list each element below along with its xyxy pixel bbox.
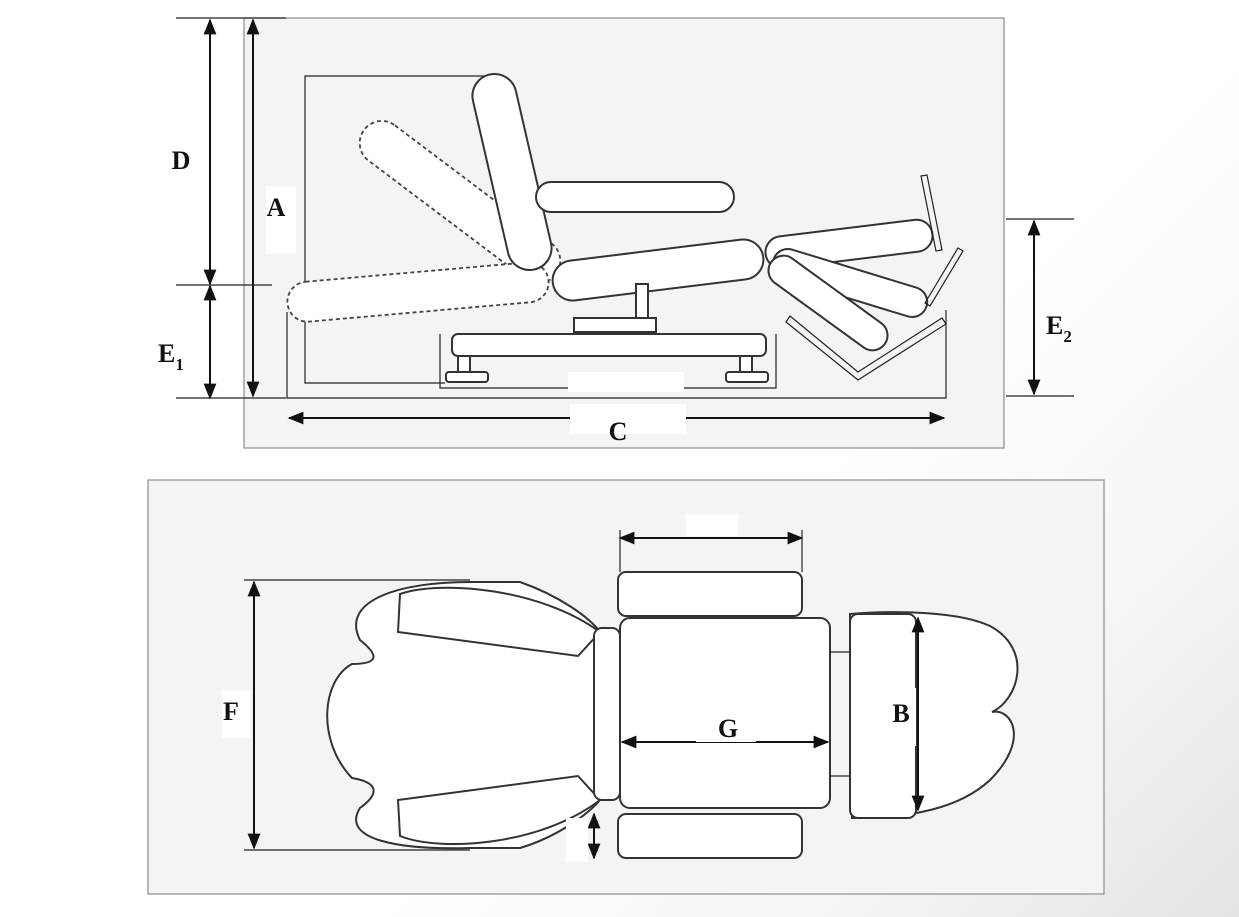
label-G: G: [718, 714, 738, 743]
label-G-bg: [696, 712, 756, 742]
backrest-outline: [304, 75, 500, 290]
top-view: F G B: [147, 479, 1105, 895]
label-C: C: [609, 417, 628, 446]
label-mask-side: [566, 818, 588, 862]
armrest-top-right: [617, 813, 803, 859]
backrest-connector: [593, 627, 621, 801]
label-C-bg: [570, 404, 686, 434]
base-foot-left: [445, 371, 489, 383]
label-E2: E2: [1046, 311, 1072, 346]
backrest: [471, 72, 553, 272]
seat: [551, 238, 765, 302]
label-F: F: [223, 697, 239, 726]
label-E2-main: E: [1046, 311, 1063, 340]
armrest-top-left: [617, 571, 803, 617]
label-mask: [568, 372, 684, 392]
foot-plate-middle: [924, 247, 964, 307]
label-E1: E1: [158, 339, 184, 374]
base-outline-left: [304, 310, 445, 384]
label-A-bg: [266, 186, 296, 254]
armrest: [535, 181, 735, 213]
label-E1-main: E: [158, 339, 175, 368]
pedestal-plate: [573, 317, 657, 333]
foot-plate-raised: [920, 174, 943, 252]
base-foot-right: [725, 371, 769, 383]
label-B-bg: [886, 688, 916, 746]
base-beam: [451, 333, 767, 357]
label-E2-sub: 2: [1063, 327, 1072, 346]
right-wing: [396, 774, 602, 845]
overall-length-frame: [286, 310, 947, 399]
reclined-headrest-dashed: [286, 261, 550, 323]
label-D: D: [172, 146, 191, 175]
label-E1-sub: 1: [175, 355, 184, 374]
side-view: D A E1 C E2: [158, 17, 1074, 449]
label-B: B: [892, 699, 909, 728]
label-mask-top: [686, 514, 738, 536]
label-F-bg: [222, 690, 250, 738]
label-A: A: [267, 193, 286, 222]
leg-rest-lowered: [767, 254, 889, 352]
pedestal-column: [635, 283, 649, 323]
